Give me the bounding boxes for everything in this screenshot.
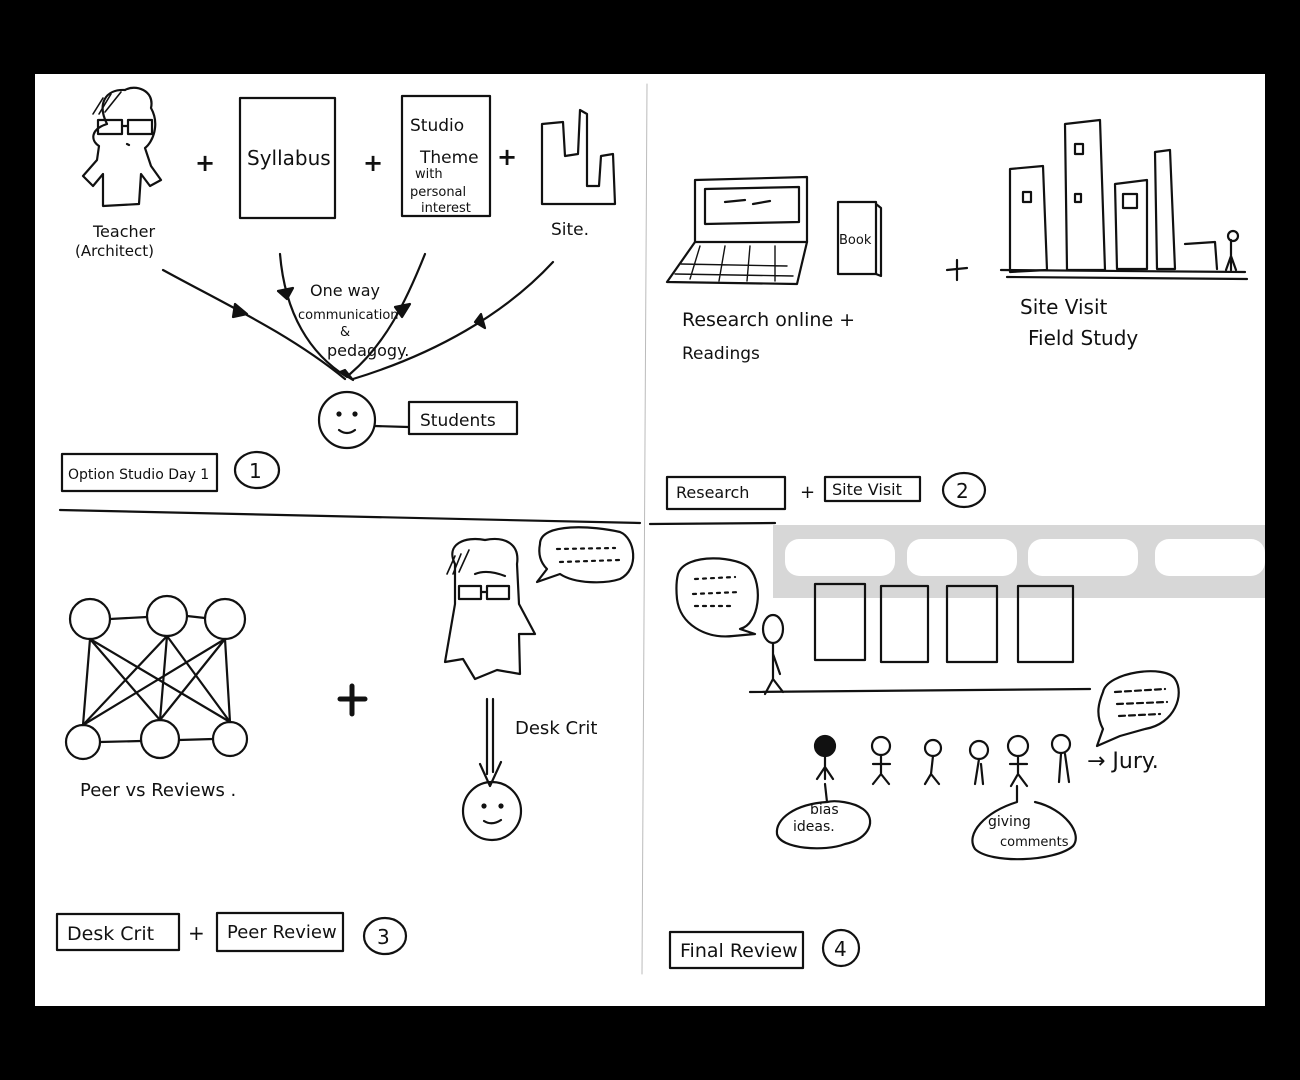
plus-sign-2 [947,260,967,280]
plus-1a: + [195,149,215,177]
peer-reviews-label: Peer vs Reviews . [80,780,236,801]
plus-1c: + [497,143,517,171]
speech-bubble-jury [1097,671,1179,746]
students-label: Students [420,411,496,431]
one-way-label: One way [310,281,380,300]
teacher-label: Teacher [92,222,155,241]
number-4: 4 [834,937,847,961]
caption-4: Final Review [680,940,798,962]
with-label: with [415,167,443,182]
field-study-label: Field Study [1028,326,1138,350]
horizontal-divider-right [650,523,775,524]
interest-label: interest [421,201,471,216]
plus-sign-3 [340,686,365,714]
student-face [319,392,408,448]
ideas-label: ideas. [793,819,835,835]
sketch-canvas: Teacher (Architect) Syllabus Studio Them… [35,74,1265,1006]
architect-label: (Architect) [75,242,154,260]
desk-crit-arrow [480,699,501,786]
peer-network [66,596,247,759]
presentation-boards [750,584,1090,692]
theme-label: Theme [419,148,479,168]
studio-label: Studio [410,116,464,136]
sketch-sheet: Teacher (Architect) Syllabus Studio Them… [35,74,1265,1006]
ampersand-label: & [340,325,350,340]
desk-crit-label: Desk Crit [515,718,598,739]
caption-1: Option Studio Day 1 [68,467,209,483]
vertical-divider [642,84,647,974]
speech-bubble-presenter [676,558,758,636]
teacher-figure [83,88,161,206]
caption-2a: Research [676,483,749,502]
site-skyline [542,110,615,204]
plus-1b: + [363,149,383,177]
personal-label: personal [410,185,466,200]
caption-3-plus: + [188,921,205,945]
caption-3a: Desk Crit [67,923,154,945]
communication-label: communication [298,308,399,323]
building-skyline [1001,120,1247,279]
speech-bubble-critic [537,527,633,582]
number-1: 1 [249,459,262,483]
critic-figure [445,539,535,679]
research-online-label: Research online + [682,309,855,331]
jury-label: → Jury. [1087,749,1159,774]
caption-3b: Peer Review [227,922,337,943]
caption-2-plus: + [800,482,815,503]
presenter-figure [763,615,783,694]
book-label: Book [839,233,872,248]
site-label: Site. [551,220,589,240]
caption-2b: Site Visit [832,480,902,499]
jury-figures [815,735,1070,786]
number-2: 2 [956,479,969,503]
student-face-3 [463,782,521,840]
number-3: 3 [377,925,390,949]
giving-label: giving [988,814,1031,830]
laptop-icon [667,177,807,284]
syllabus-label: Syllabus [247,146,331,170]
horizontal-divider [60,510,640,523]
comments-label: comments [1000,835,1069,850]
readings-label: Readings [682,344,760,364]
bias-label: bias [810,802,839,818]
site-visit-label: Site Visit [1020,295,1108,319]
pedagogy-label: pedagogy. [327,341,409,360]
